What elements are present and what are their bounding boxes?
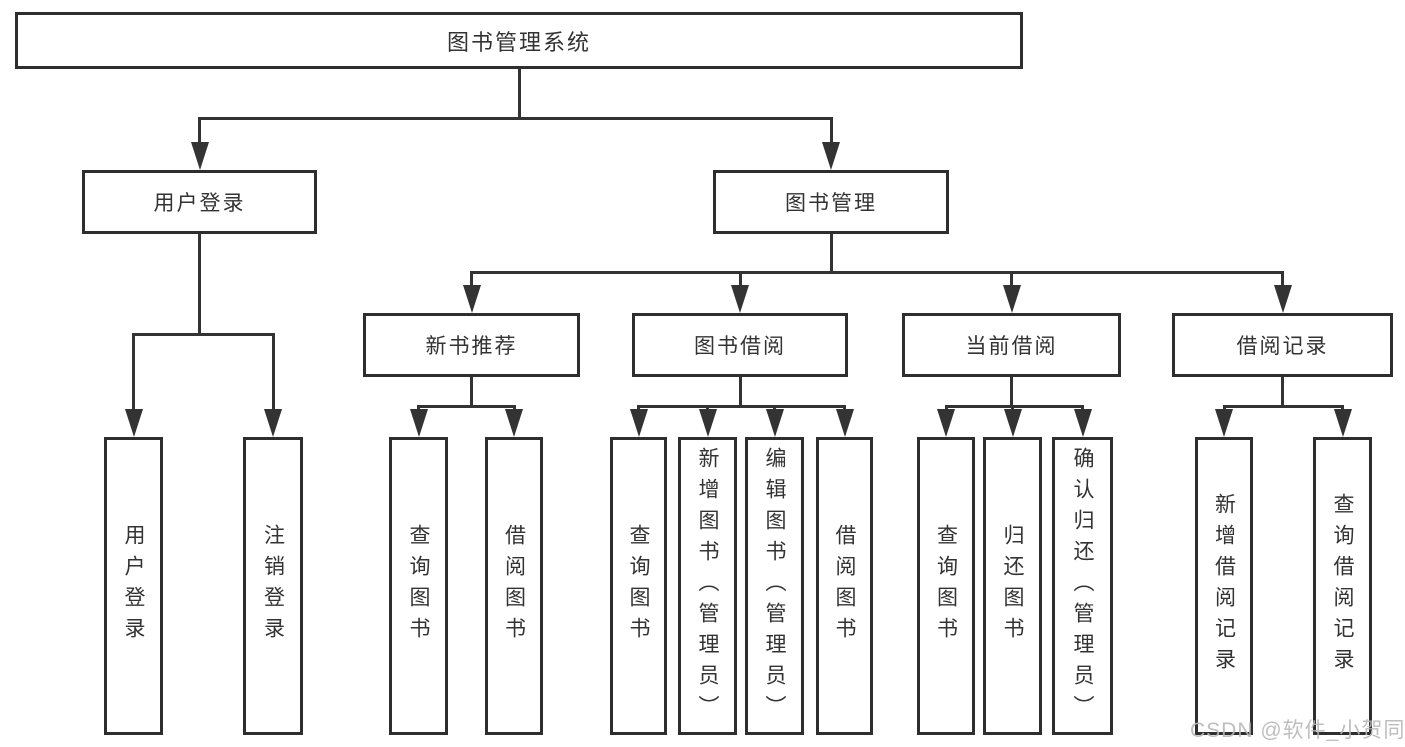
connector-arrowhead	[1215, 409, 1233, 437]
connector-stem	[829, 234, 833, 272]
node-label: 查询图书	[934, 524, 958, 648]
node-leaf-recd-search: 查询借阅记录	[1313, 437, 1372, 735]
node-label: 借阅图书	[502, 524, 526, 648]
node-label: 借阅记录	[1236, 335, 1329, 358]
connector-drop	[829, 118, 833, 152]
connector-arrowhead	[835, 409, 854, 437]
connector-drop	[198, 118, 201, 152]
connector-arrowhead	[1333, 409, 1352, 437]
connector-arrowhead	[264, 409, 282, 437]
node-label: 新增借阅记录	[1212, 493, 1236, 679]
connector-rail	[132, 332, 275, 336]
node-leaf-cur-search: 查询图书	[917, 437, 975, 735]
connector-rail	[637, 404, 846, 408]
connector-arrowhead	[731, 285, 749, 313]
connector-stem	[738, 377, 742, 406]
connector-drop	[738, 272, 742, 295]
connector-arrowhead	[124, 409, 143, 437]
node-leaf-user-login: 用户登录	[104, 437, 163, 735]
connector-stem	[1281, 377, 1284, 406]
node-label: 确认归还（管理员）	[1071, 446, 1094, 726]
node-leaf-bor-search: 查询图书	[610, 437, 667, 735]
connector-stem	[1010, 377, 1013, 406]
node-current-borrow: 当前借阅	[902, 313, 1121, 377]
connector-drop	[271, 334, 275, 419]
node-label: 新增图书（管理员）	[696, 446, 719, 726]
connector-rail	[1222, 404, 1344, 408]
node-leaf-rec-search: 查询图书	[389, 437, 448, 735]
node-user-login: 用户登录	[82, 170, 317, 234]
connector-arrowhead	[629, 409, 648, 437]
connector-arrowhead	[765, 409, 784, 437]
node-label: 用户登录	[122, 524, 145, 648]
connector-arrowhead	[1002, 285, 1021, 313]
connector-stem	[470, 377, 473, 406]
connector-arrowhead	[190, 142, 209, 170]
connector-arrowhead	[698, 409, 717, 437]
watermark: CSDN @软件_小贺同学	[1190, 719, 1405, 742]
node-label: 注销登录	[261, 524, 285, 648]
node-label: 归还图书	[1001, 524, 1024, 648]
node-leaf-rec-borrow: 借阅图书	[485, 437, 543, 735]
connector-arrowhead	[1073, 409, 1092, 437]
connector-drop	[1281, 272, 1284, 295]
connector-arrowhead	[1003, 409, 1022, 437]
node-label: 查询借阅记录	[1331, 493, 1354, 679]
node-book-borrow: 图书借阅	[632, 313, 848, 377]
node-label: 新书推荐	[425, 335, 518, 358]
node-label: 图书借阅	[694, 335, 786, 358]
node-borrow-record: 借阅记录	[1172, 313, 1393, 377]
node-label: 当前借阅	[965, 335, 1058, 358]
node-leaf-recd-add: 新增借阅记录	[1195, 437, 1253, 735]
connector-drop	[1010, 272, 1013, 295]
node-label: 用户登录	[153, 192, 246, 215]
node-book-mgmt: 图书管理	[713, 170, 949, 234]
node-label: 查询图书	[627, 524, 650, 648]
node-label: 图书管理系统	[446, 29, 591, 55]
connector-arrowhead	[462, 285, 481, 313]
connector-rail	[198, 116, 833, 120]
node-label: 借阅图书	[833, 524, 856, 648]
connector-rail	[944, 404, 1084, 408]
connector-rail	[470, 270, 1284, 274]
node-leaf-cur-confirm: 确认归还（管理员）	[1052, 437, 1113, 735]
connector-arrowhead	[505, 409, 523, 437]
node-label: 查询图书	[407, 524, 430, 648]
connector-arrowhead	[937, 409, 955, 437]
connector-arrowhead	[1273, 285, 1292, 313]
node-leaf-bor-add: 新增图书（管理员）	[678, 437, 737, 735]
node-label: 图书管理	[785, 192, 877, 215]
connector-stem	[517, 69, 521, 118]
node-label: 编辑图书（管理员）	[763, 446, 786, 726]
node-leaf-bor-edit: 编辑图书（管理员）	[745, 437, 804, 735]
connector-arrowhead	[409, 409, 428, 437]
node-leaf-bor-borrow: 借阅图书	[816, 437, 873, 735]
connector-rail	[417, 404, 516, 408]
connector-drop	[470, 272, 473, 295]
connector-stem	[198, 234, 201, 334]
connector-drop	[132, 334, 135, 419]
node-leaf-cur-return: 归还图书	[983, 437, 1042, 735]
node-new-book-rec: 新书推荐	[363, 313, 580, 377]
node-leaf-logout: 注销登录	[243, 437, 303, 735]
connector-arrowhead	[822, 142, 840, 170]
node-root: 图书管理系统	[15, 12, 1023, 69]
